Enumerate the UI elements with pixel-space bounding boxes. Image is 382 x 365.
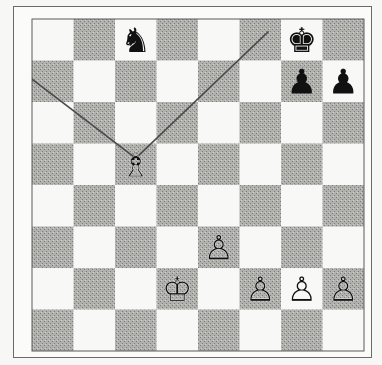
square-d4[interactable] [157, 185, 199, 227]
square-f5[interactable] [240, 144, 282, 186]
white-pawn-icon-h2[interactable]: ♙ [328, 270, 358, 310]
square-h5[interactable] [323, 144, 365, 186]
white-pawn-icon-g2[interactable]: ♙ [287, 270, 317, 310]
black-pawn-icon-h7[interactable]: ♟ [328, 62, 358, 102]
square-e2[interactable] [198, 268, 240, 310]
chessboard: ♞♚♟♟♗♙♔♙♙♙ [14, 7, 371, 357]
square-c7[interactable] [115, 61, 157, 103]
square-d8[interactable] [157, 19, 199, 61]
square-e4[interactable] [198, 185, 240, 227]
square-b4[interactable] [74, 185, 116, 227]
square-e8[interactable] [198, 19, 240, 61]
square-c2[interactable] [115, 268, 157, 310]
square-e7[interactable] [198, 61, 240, 103]
square-d5[interactable] [157, 144, 199, 186]
black-pawn-icon-g7[interactable]: ♟ [287, 62, 317, 102]
square-b2[interactable] [74, 268, 116, 310]
square-b7[interactable] [74, 61, 116, 103]
white-pawn-icon-e3[interactable]: ♙ [204, 228, 234, 268]
square-g6[interactable] [281, 102, 323, 144]
square-f1[interactable] [240, 310, 282, 352]
square-b5[interactable] [74, 144, 116, 186]
square-g4[interactable] [281, 185, 323, 227]
square-f7[interactable] [240, 61, 282, 103]
square-h4[interactable] [323, 185, 365, 227]
square-a4[interactable] [32, 185, 74, 227]
black-knight-icon-c8[interactable]: ♞ [121, 21, 151, 61]
square-f4[interactable] [240, 185, 282, 227]
square-h6[interactable] [323, 102, 365, 144]
square-e1[interactable] [198, 310, 240, 352]
square-g5[interactable] [281, 144, 323, 186]
square-c1[interactable] [115, 310, 157, 352]
square-h3[interactable] [323, 227, 365, 269]
square-d6[interactable] [157, 102, 199, 144]
square-c3[interactable] [115, 227, 157, 269]
square-b3[interactable] [74, 227, 116, 269]
white-bishop-icon-c5[interactable]: ♗ [121, 145, 151, 185]
square-d3[interactable] [157, 227, 199, 269]
square-e6[interactable] [198, 102, 240, 144]
square-h1[interactable] [323, 310, 365, 352]
square-e5[interactable] [198, 144, 240, 186]
board-frame: ♞♚♟♟♗♙♔♙♙♙ [13, 6, 372, 358]
square-d7[interactable] [157, 61, 199, 103]
white-pawn-icon-f2[interactable]: ♙ [245, 270, 275, 310]
square-a3[interactable] [32, 227, 74, 269]
square-f3[interactable] [240, 227, 282, 269]
square-b8[interactable] [74, 19, 116, 61]
square-h8[interactable] [323, 19, 365, 61]
square-c6[interactable] [115, 102, 157, 144]
square-a6[interactable] [32, 102, 74, 144]
square-a8[interactable] [32, 19, 74, 61]
square-b1[interactable] [74, 310, 116, 352]
square-a1[interactable] [32, 310, 74, 352]
square-g3[interactable] [281, 227, 323, 269]
white-king-icon-d2[interactable]: ♔ [162, 270, 192, 310]
square-c4[interactable] [115, 185, 157, 227]
square-d1[interactable] [157, 310, 199, 352]
square-f6[interactable] [240, 102, 282, 144]
square-g1[interactable] [281, 310, 323, 352]
square-a5[interactable] [32, 144, 74, 186]
black-king-icon-g8[interactable]: ♚ [287, 21, 317, 61]
square-a2[interactable] [32, 268, 74, 310]
